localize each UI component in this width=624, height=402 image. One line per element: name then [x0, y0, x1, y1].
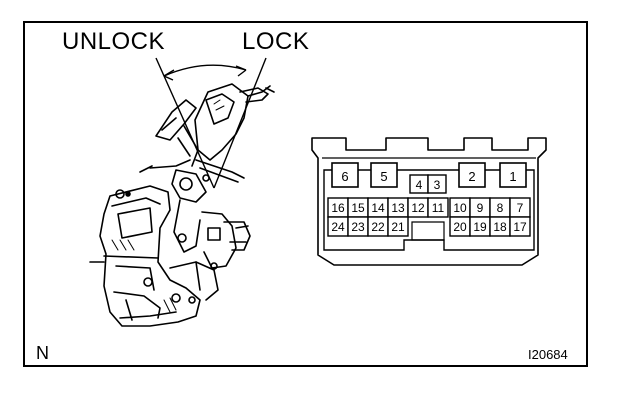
- pin-label-15: 15: [351, 201, 365, 215]
- rotation-arc: [163, 64, 247, 77]
- pin-label-1: 1: [509, 169, 516, 184]
- pin-label-17: 17: [513, 220, 527, 234]
- pin-label-9: 9: [477, 201, 484, 215]
- arc-arrow-left: [163, 69, 175, 81]
- connector-housing: [311, 137, 547, 266]
- pin-label-2: 2: [468, 169, 475, 184]
- figure-code: I20684: [528, 347, 568, 362]
- pin-box-17: [509, 216, 531, 237]
- pin-label-10: 10: [453, 201, 467, 215]
- pin-label-6: 6: [341, 169, 348, 184]
- unlock-label: UNLOCK: [62, 28, 166, 55]
- pin-label-16: 16: [331, 201, 345, 215]
- pin-label-14: 14: [371, 201, 385, 215]
- unlock-line: [155, 57, 215, 189]
- pin-label-22: 22: [371, 220, 385, 234]
- pin-label-5: 5: [380, 169, 387, 184]
- view-letter: N: [36, 343, 49, 363]
- pin-label-11: 11: [432, 201, 445, 215]
- pin-box-3: [427, 174, 447, 194]
- pin-box-2: [458, 162, 486, 188]
- pin-box-5: [370, 162, 398, 188]
- pin-label-4: 4: [416, 178, 423, 192]
- pin-label-24: 24: [331, 220, 345, 234]
- pin-label-7: 7: [517, 201, 524, 215]
- lock-line: [213, 57, 267, 189]
- pin-box-11: [427, 197, 449, 218]
- connector-key-notch: [411, 221, 445, 241]
- lock-label: LOCK: [242, 28, 310, 55]
- pin-box-1: [499, 162, 527, 188]
- pin-label-19: 19: [473, 220, 487, 234]
- connector-diagram: 6 5 4 3 2 1 16 15 14 13 12 11 10 9 8 7: [311, 137, 547, 266]
- arc-arrow-right: [235, 65, 247, 77]
- pin-label-20: 20: [453, 220, 467, 234]
- pin-label-21: 21: [391, 220, 405, 234]
- pin-label-3: 3: [434, 178, 441, 192]
- pin-box-6: [331, 162, 359, 188]
- lock-indicator-lines: [155, 57, 267, 189]
- pin-label-8: 8: [497, 201, 504, 215]
- pin-label-12: 12: [411, 201, 425, 215]
- pin-label-23: 23: [351, 220, 365, 234]
- pin-box-21: [387, 216, 409, 237]
- pin-label-18: 18: [493, 220, 507, 234]
- pin-label-13: 13: [391, 201, 405, 215]
- door-lock-mechanism: [89, 83, 275, 327]
